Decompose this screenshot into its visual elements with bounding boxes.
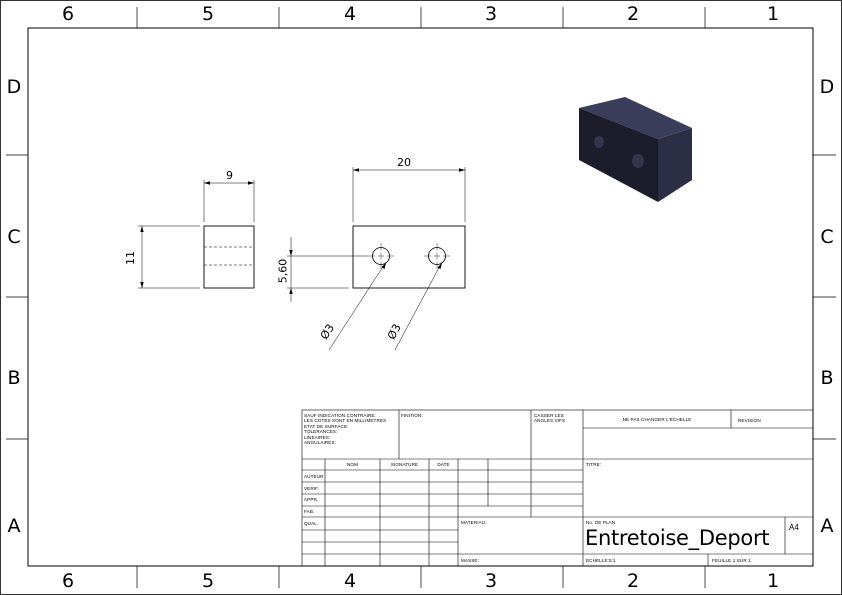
zone-col-2-bottom: 2 xyxy=(626,570,640,592)
revision-label: REVISION xyxy=(738,418,761,423)
zone-row-b-left: B xyxy=(7,367,21,389)
inner-border xyxy=(27,27,814,567)
zone-col-6-bottom: 6 xyxy=(61,570,75,592)
zone-row-c-left: C xyxy=(7,226,21,248)
break-edges-label: CASSER LES ANGLES VIFS xyxy=(534,413,566,424)
zone-ticks xyxy=(6,7,836,588)
zone-col-1-bottom: 1 xyxy=(766,570,780,592)
dim-front-offset: 5,60 xyxy=(276,258,290,284)
zone-row-b-right: B xyxy=(820,367,834,389)
side-view xyxy=(138,180,255,289)
finish-label: FINITION: xyxy=(401,413,423,418)
dim-side-height: 11 xyxy=(124,251,137,265)
zone-row-a-right: A xyxy=(820,515,834,537)
sheet-label: FEUILLE 1 SUR 1 xyxy=(712,558,751,563)
front-view xyxy=(287,167,466,351)
dim-front-width: 20 xyxy=(397,156,411,169)
row-auteur: AUTEUR xyxy=(304,474,324,479)
zone-col-4-top: 4 xyxy=(343,3,357,25)
dim-side-width: 9 xyxy=(226,169,233,182)
sheet-size: A4 xyxy=(789,523,799,532)
no-rescale-note: NE PAS CHANGER L'ECHELLE xyxy=(622,417,692,422)
row-appr: APPR. xyxy=(304,497,319,502)
mass-label: MASSE: xyxy=(461,558,479,563)
zone-row-a-left: A xyxy=(7,515,21,537)
zone-row-d-right: D xyxy=(819,76,835,98)
title-block-grid xyxy=(301,409,814,567)
zone-col-5-bottom: 5 xyxy=(201,570,215,592)
zone-col-2-top: 2 xyxy=(626,3,640,25)
drawing-title: Entretoise_Deport xyxy=(585,526,770,550)
col-signature: SIGNATURE xyxy=(390,462,419,467)
col-date: DATE xyxy=(437,462,450,467)
zone-row-c-right: C xyxy=(820,226,834,248)
scale-label: ECHELLE:5:1 xyxy=(586,558,616,563)
col-nom: NOM xyxy=(346,462,359,467)
zone-col-1-top: 1 xyxy=(766,3,780,25)
zone-col-3-top: 3 xyxy=(484,3,498,25)
zone-col-4-bottom: 4 xyxy=(343,570,357,592)
row-verif: VERIF. xyxy=(304,486,319,491)
isometric-view xyxy=(579,97,692,202)
zone-col-6-top: 6 xyxy=(61,3,75,25)
row-qual: QUAL. xyxy=(304,521,319,526)
general-notes: SAUF INDICATION CONTRAIRE: LES COTES SON… xyxy=(304,413,387,446)
zone-row-d-left: D xyxy=(6,76,22,98)
zone-col-5-top: 5 xyxy=(201,3,215,25)
row-fab: FAB. xyxy=(304,509,315,514)
material-label: MATERIAU: xyxy=(461,520,487,525)
drawing-no-label: No. DE PLAN xyxy=(586,520,616,525)
title-label: TITRE: xyxy=(586,462,602,467)
zone-col-3-bottom: 3 xyxy=(484,570,498,592)
